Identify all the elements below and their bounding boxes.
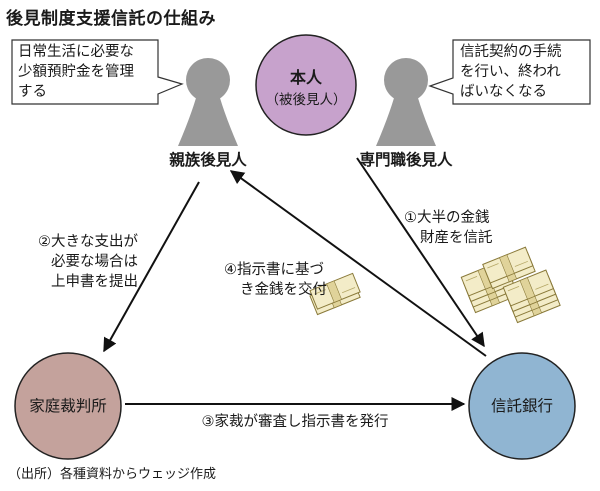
family-guardian-label: 親族後見人 (169, 151, 247, 169)
arrow-step1 (356, 157, 485, 348)
source-note: （出所）各種資料からウェッジ作成 (8, 467, 217, 482)
court-label: 家庭裁判所 (29, 397, 107, 415)
honnin-circle (255, 34, 357, 136)
honnin-label: 本人 (289, 68, 322, 87)
court-circle (14, 352, 122, 460)
honnin-sub-label: （被後見人） (265, 92, 347, 108)
arrow-step2 (103, 181, 200, 353)
step2-label: ②大きな支出が 必要な場合は 上申書を提出 (38, 234, 138, 290)
speech-bubble-left (11, 39, 184, 105)
speech-bubble-left-text: 日常生活に必要な 少額預貯金を管理 する (18, 44, 134, 100)
bank-label: 信託銀行 (490, 397, 553, 415)
bank-circle (468, 352, 576, 460)
speech-bubble-right (428, 39, 591, 105)
step1-label: ①大半の金銭 財産を信託 (404, 210, 493, 246)
money-stack-icon (460, 246, 561, 324)
step4-label: ④指示書に基づ き金銭を交付 (224, 262, 327, 298)
professional-guardian-silhouette (376, 58, 436, 146)
speech-bubble-right-text: 信託契約の手続 を行い、終われ ばいなくなる (460, 44, 562, 100)
professional-guardian-label: 専門職後見人 (359, 151, 453, 169)
page-title: 後見制度支援信託の仕組み (6, 9, 216, 29)
family-guardian-silhouette (178, 58, 238, 146)
arrow-step4 (229, 170, 487, 357)
step3-label: ③家裁が審査し指示書を発行 (201, 414, 389, 430)
